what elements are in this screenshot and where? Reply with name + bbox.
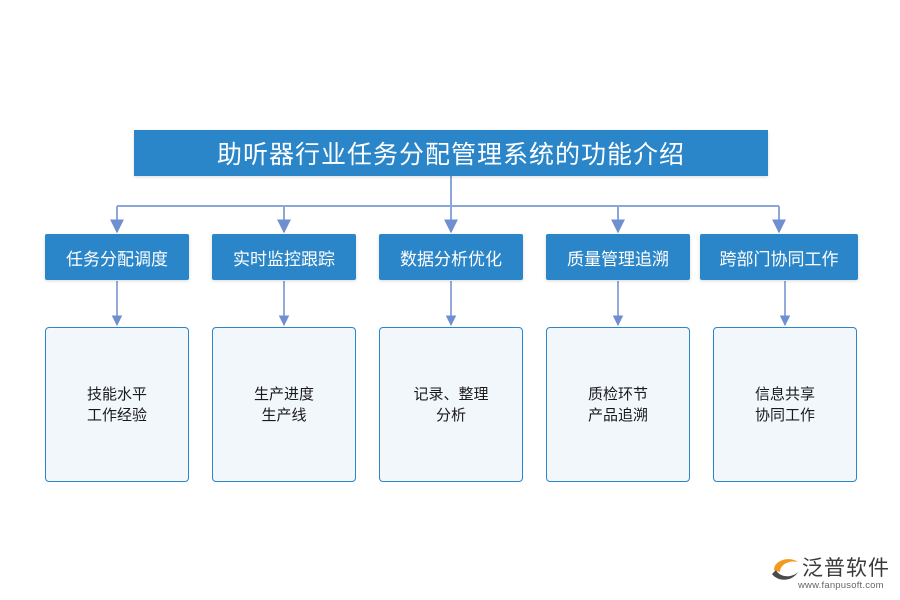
detail-box-data-analysis: 记录、整理 分析 [379, 327, 523, 482]
detail-line: 分析 [435, 405, 466, 424]
detail-line: 产品追溯 [587, 405, 648, 424]
detail-line: 质检环节 [587, 384, 648, 403]
detail-line: 生产线 [261, 405, 307, 424]
detail-box-realtime-monitoring: 生产进度 生产线 [212, 327, 356, 482]
detail-line: 工作经验 [86, 405, 147, 424]
category-task-dispatch: 任务分配调度 [45, 234, 189, 280]
detail-line: 信息共享 [754, 384, 815, 403]
logo-url: www.fanpusoft.com [798, 580, 884, 591]
detail-box-quality-trace: 质检环节 产品追溯 [546, 327, 690, 482]
detail-line: 生产进度 [253, 384, 314, 403]
category-realtime-monitoring: 实时监控跟踪 [212, 234, 356, 280]
logo-name: 泛普软件 [802, 556, 890, 580]
category-data-analysis: 数据分析优化 [379, 234, 523, 280]
category-quality-trace: 质量管理追溯 [546, 234, 690, 280]
detail-box-task-dispatch: 技能水平 工作经验 [45, 327, 189, 482]
detail-line: 协同工作 [754, 405, 815, 424]
detail-line: 记录、整理 [413, 384, 489, 403]
diagram-title: 助听器行业任务分配管理系统的功能介绍 [134, 130, 768, 176]
brand-logo: 泛普软件 www.fanpusoft.com [768, 552, 892, 594]
detail-box-cross-dept: 信息共享 协同工作 [713, 327, 857, 482]
category-cross-dept: 跨部门协同工作 [700, 234, 858, 280]
detail-line: 技能水平 [86, 384, 147, 403]
fanpu-logo-icon [772, 559, 798, 580]
